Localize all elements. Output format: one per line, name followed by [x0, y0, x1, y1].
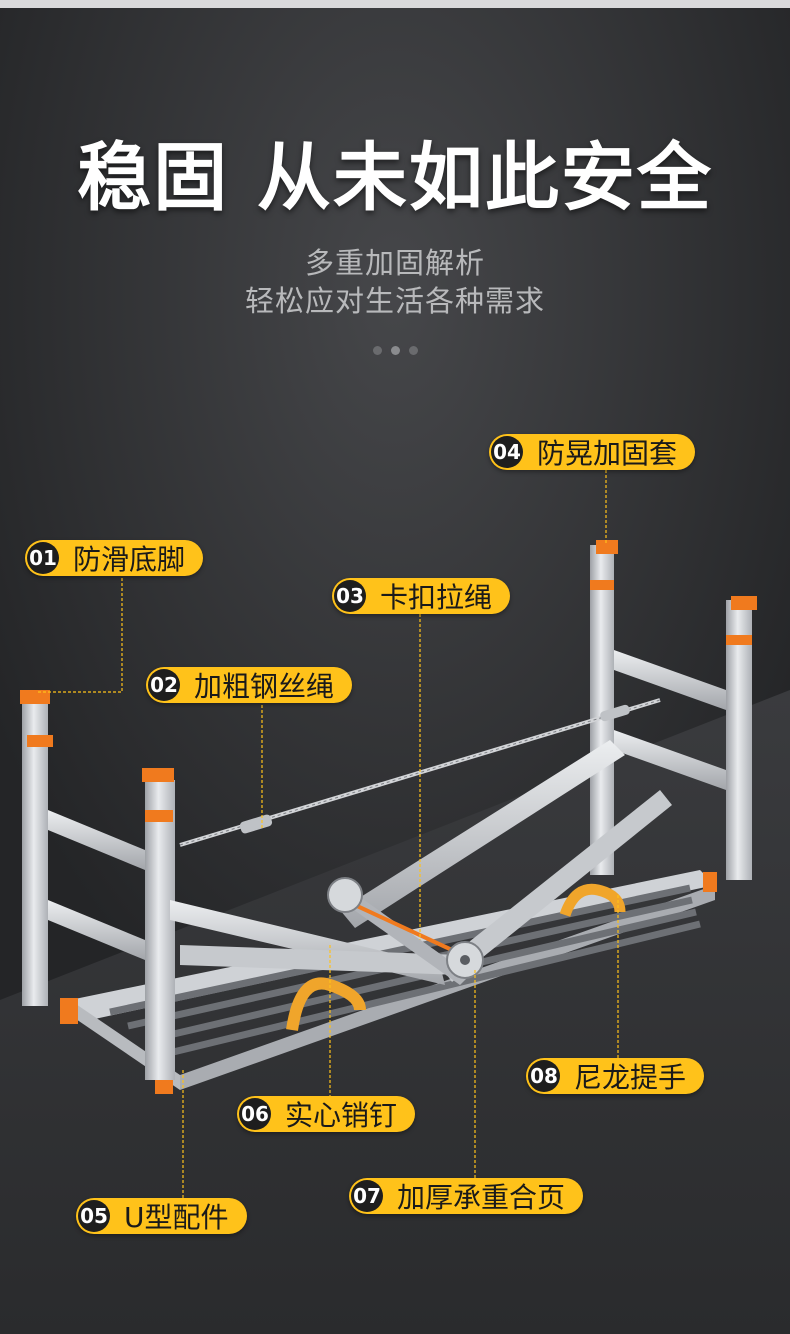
- brace: [180, 945, 462, 975]
- label-number-badge: 08: [528, 1060, 560, 1092]
- crossbar: [48, 810, 145, 870]
- label-text: 防晃加固套: [537, 437, 678, 470]
- brace: [340, 740, 625, 928]
- leg-cap: [590, 580, 614, 590]
- label-solid-pin: 06 实心销钉: [237, 1096, 416, 1132]
- label-heavy-hinge: 07 加厚承重合页: [349, 1178, 584, 1214]
- label-nylon-handle: 08 尼龙提手: [526, 1058, 705, 1094]
- label-number-badge: 03: [334, 580, 366, 612]
- leg-cap: [142, 768, 174, 782]
- crossbar: [614, 730, 726, 790]
- hinge: [327, 877, 363, 913]
- turnbuckle: [600, 704, 630, 722]
- hinge: [460, 955, 470, 965]
- label-text: 加粗钢丝绳: [194, 670, 335, 703]
- label-number-badge: 06: [239, 1098, 271, 1130]
- brace: [440, 790, 672, 982]
- nylon-handle: [286, 977, 366, 1031]
- label-anti-shake-sleeve: 04 防晃加固套: [489, 434, 696, 470]
- pagination-dots: [373, 346, 419, 356]
- label-number-badge: 07: [351, 1180, 383, 1212]
- crossbar: [614, 650, 726, 710]
- turnbuckle: [239, 814, 273, 834]
- label-text: 防滑底脚: [73, 543, 186, 576]
- leg-cap: [731, 596, 757, 610]
- dot: [409, 346, 418, 355]
- leader-lines: [38, 470, 619, 1198]
- subtitle-line-2: 轻松应对生活各种需求: [244, 284, 545, 318]
- leg-cap: [27, 735, 53, 747]
- label-text: 实心销钉: [285, 1099, 398, 1132]
- label-u-fitting: 05 U型配件: [76, 1198, 247, 1234]
- label-text: 卡扣拉绳: [380, 581, 493, 614]
- foot-cap: [60, 998, 78, 1024]
- strap-rope: [354, 903, 453, 952]
- leg-cap: [726, 635, 752, 645]
- foot-cap: [703, 872, 717, 892]
- label-number-badge: 05: [78, 1200, 110, 1232]
- nylon-handle: [559, 883, 626, 917]
- label-number-badge: 02: [148, 669, 180, 701]
- label-buckle-rope: 03 卡扣拉绳: [332, 578, 511, 614]
- label-steel-wire: 02 加粗钢丝绳: [146, 667, 353, 703]
- leg: [145, 780, 175, 1080]
- dot: [391, 346, 400, 355]
- leg-cap: [596, 540, 618, 554]
- leg-cap: [20, 690, 50, 704]
- leg-cap: [145, 810, 173, 822]
- dot: [373, 346, 382, 355]
- top-strip: [0, 0, 790, 8]
- label-text: U型配件: [124, 1201, 229, 1234]
- leg: [22, 696, 48, 1006]
- label-anti-slip-feet: 01 防滑底脚: [25, 540, 204, 576]
- headline: 稳固 从未如此安全: [77, 135, 713, 221]
- subtitle-line-1: 多重加固解析: [304, 246, 485, 280]
- leg: [726, 600, 752, 880]
- label-text: 加厚承重合页: [397, 1181, 566, 1214]
- label-number-badge: 01: [27, 542, 59, 574]
- label-number-badge: 04: [491, 436, 523, 468]
- label-text: 尼龙提手: [574, 1061, 687, 1094]
- crossbar: [48, 900, 145, 960]
